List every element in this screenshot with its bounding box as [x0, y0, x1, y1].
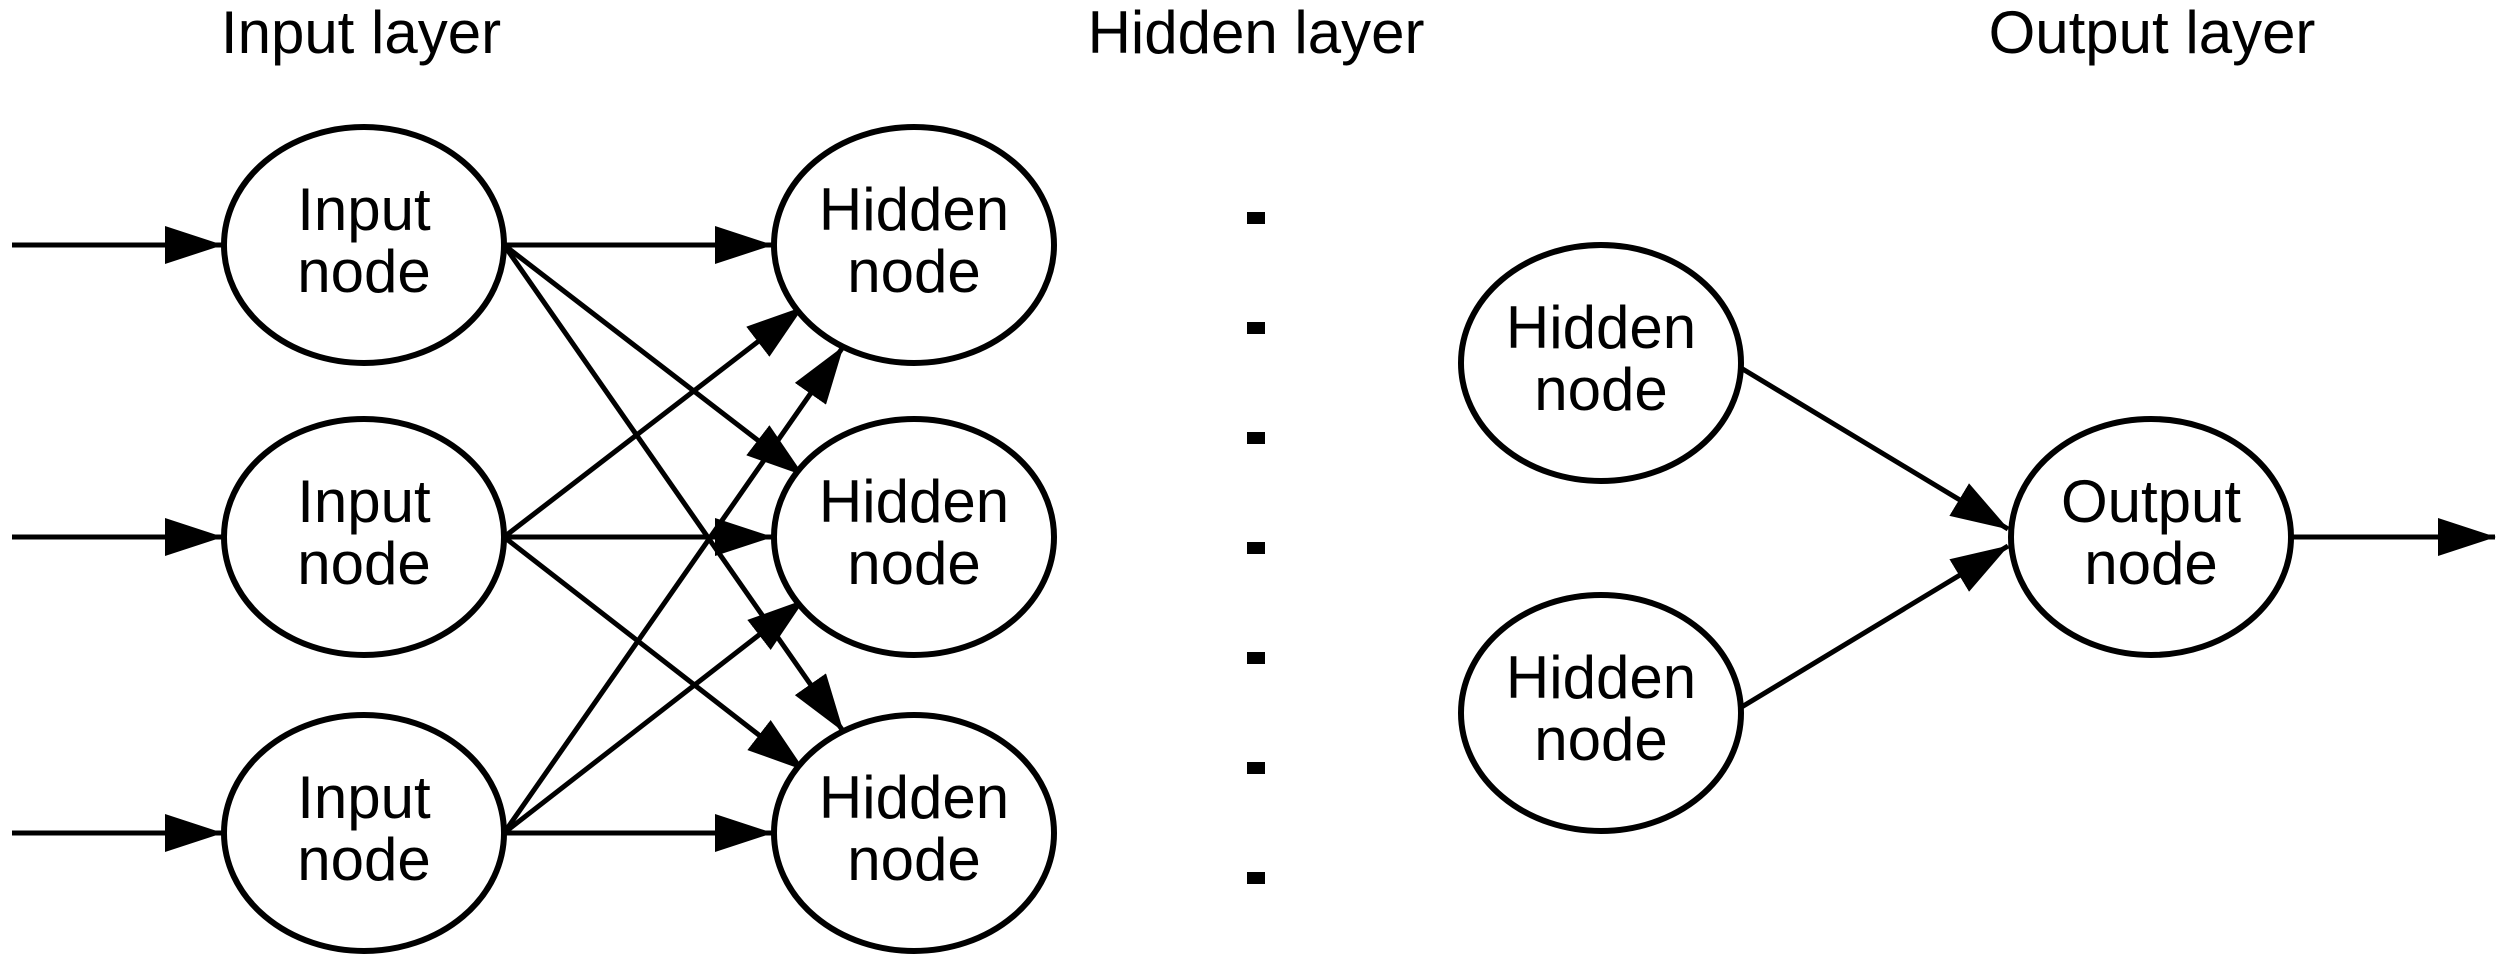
input-node-2-label-line-1: Input — [297, 468, 431, 535]
input-node-1-label-line-1: Input — [297, 176, 431, 243]
hidden-layer-ellipsis-dot — [1247, 872, 1265, 884]
input-node-3-label-line-1: Input — [297, 764, 431, 831]
hidden-node-3-label-line-1: Hidden — [819, 764, 1009, 831]
hidden-node-1-label-line-2: node — [847, 238, 980, 305]
edge-input-node-3-to-hidden-node-2 — [502, 598, 806, 835]
input-node-3-ellipse — [221, 712, 507, 954]
input-node-2-label-line-2: node — [297, 530, 430, 597]
hidden-layer-ellipsis-dot — [1247, 212, 1265, 224]
hidden-node-4-label-line-1: Hidden — [1506, 294, 1696, 361]
hidden-layer-ellipsis-dot — [1247, 542, 1265, 554]
hidden-layer-label: Hidden layer — [1088, 0, 1425, 66]
edge-input-node-2-to-hidden-node-3 — [502, 535, 806, 772]
hidden-layer-ellipsis-dot — [1247, 322, 1265, 334]
hidden-node-5-ellipse — [1458, 592, 1744, 834]
edge-hidden-node-4-to-output-node — [1739, 365, 2010, 532]
hidden-node-2-label-line-2: node — [847, 530, 980, 597]
hidden-node-1-ellipse — [771, 124, 1057, 366]
hidden-node-3-ellipse — [771, 712, 1057, 954]
edge-input-node-3-to-hidden-node-1 — [501, 345, 846, 835]
edge-input-node-1-to-hidden-node-2 — [502, 243, 805, 477]
output-node-label-line-2: node — [2084, 530, 2217, 597]
hidden-node-1-label-line-1: Hidden — [819, 176, 1009, 243]
input-node-1-ellipse — [221, 124, 507, 366]
hidden-node-2-ellipse — [771, 416, 1057, 658]
hidden-node-5-label-line-2: node — [1534, 706, 1667, 773]
hidden-layer-ellipsis-dot — [1247, 652, 1265, 664]
external-arrows-layer — [12, 226, 2496, 852]
output-layer-label: Output layer — [1989, 0, 2316, 66]
hidden-layer-ellipsis-dot — [1247, 432, 1265, 444]
edge-input-node-2-to-hidden-node-1 — [502, 305, 805, 539]
edge-input-node-1-to-hidden-node-3 — [501, 243, 846, 733]
hidden-node-4-label-line-2: node — [1534, 356, 1667, 423]
hidden-node-2-label-line-1: Hidden — [819, 468, 1009, 535]
input-layer-label: Input layer — [221, 0, 501, 66]
hidden-node-4-ellipse — [1458, 242, 1744, 484]
input-node-3-label-line-2: node — [297, 826, 430, 893]
hidden-node-5-label-line-1: Hidden — [1506, 644, 1696, 711]
input-node-1-label-line-2: node — [297, 238, 430, 305]
edges-layer — [501, 226, 2010, 852]
output-node-label-line-1: Output — [2061, 468, 2241, 535]
hidden-layer-ellipsis-dot — [1247, 762, 1265, 774]
input-node-2-ellipse — [221, 416, 507, 658]
edge-hidden-node-5-to-output-node — [1738, 543, 2010, 711]
layer-labels-layer: Input layer Hidden layer Output layer — [221, 0, 2316, 66]
hidden-node-3-label-line-2: node — [847, 826, 980, 893]
output-node-ellipse — [2008, 416, 2294, 658]
ellipsis-dots-layer — [1247, 212, 1265, 884]
